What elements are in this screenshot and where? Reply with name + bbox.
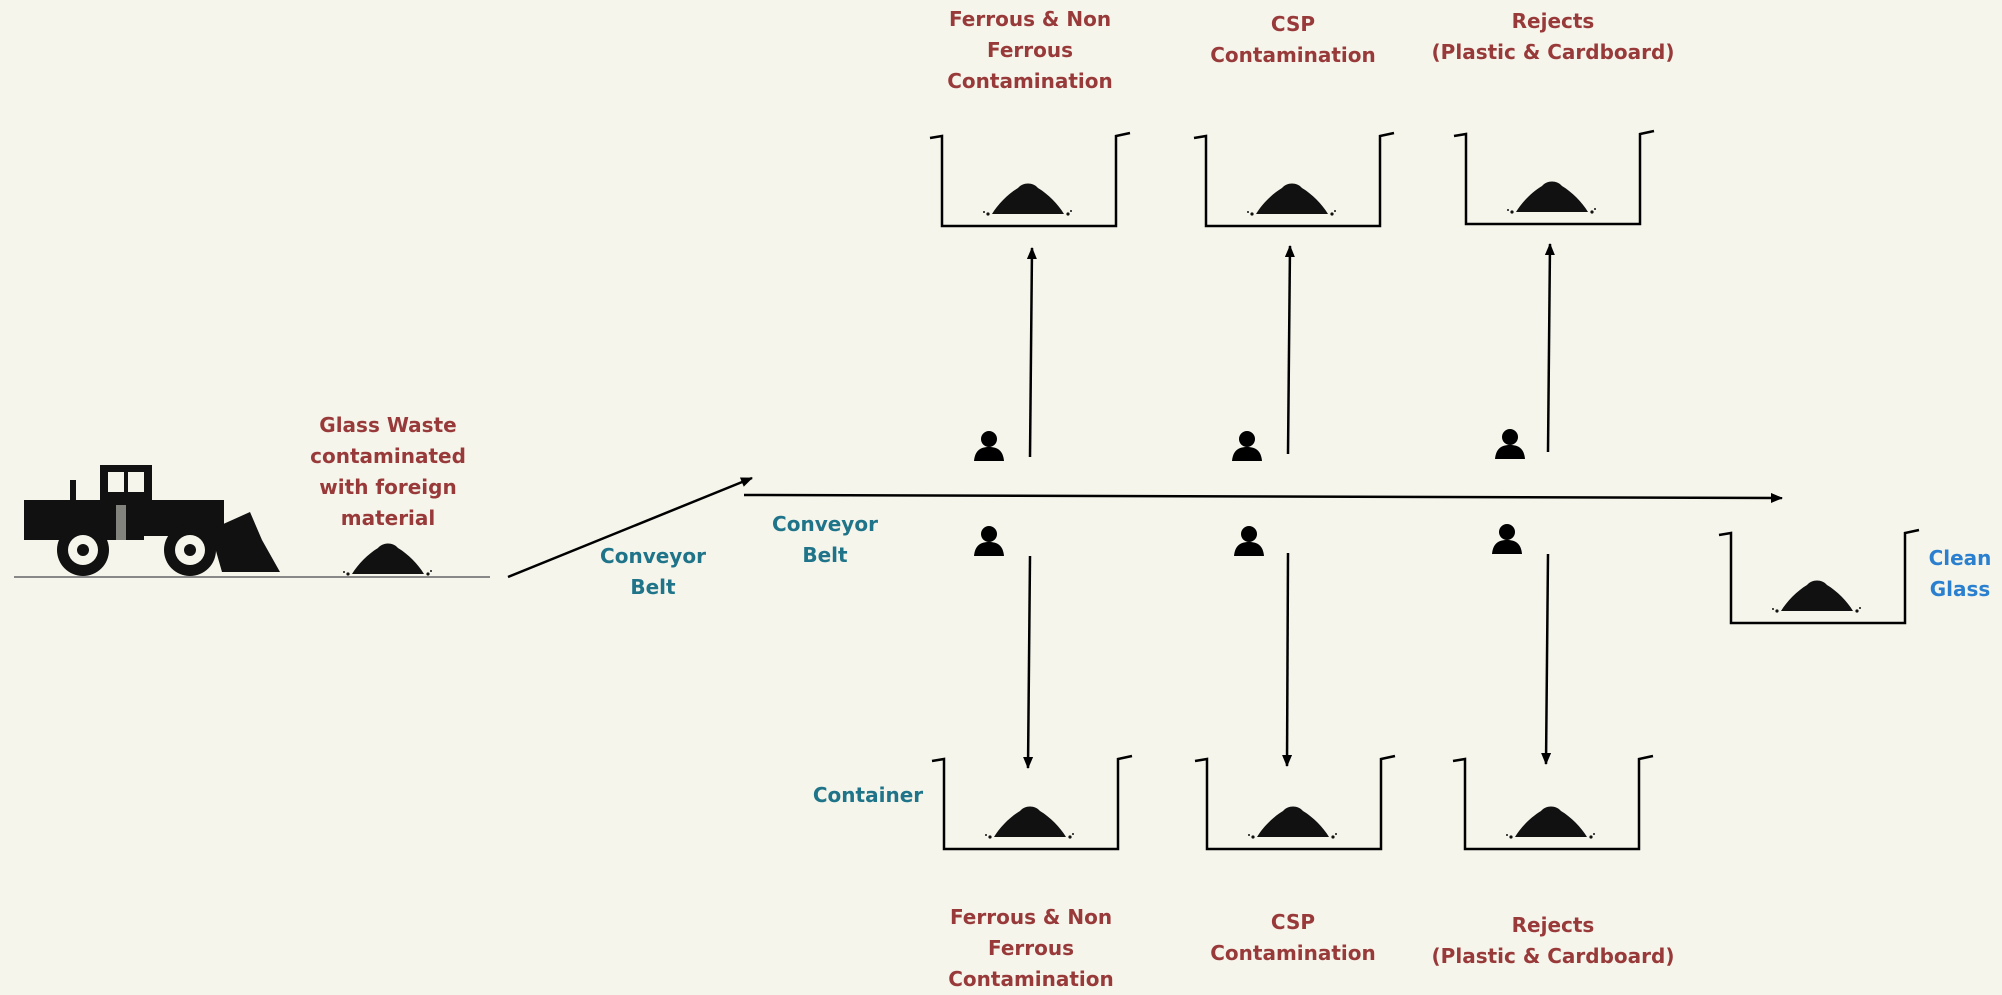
material-pile-icon <box>985 806 1074 839</box>
wheel-loader-icon <box>24 465 280 576</box>
top-bin-1-label: Ferrous & Non Ferrous Contamination <box>947 7 1113 93</box>
material-pile-icon <box>1772 580 1861 613</box>
top-bin-3 <box>1452 129 1656 226</box>
person-icon <box>974 526 1004 556</box>
sort-arrow-up-2 <box>1284 245 1295 455</box>
person-icon <box>1495 429 1525 459</box>
material-pile-icon <box>1506 806 1595 839</box>
bottom-bin-1 <box>930 754 1134 851</box>
main-conveyor-label: Conveyor Belt <box>772 512 878 567</box>
bottom-bin-1-label: Ferrous & Non Ferrous Contamination <box>948 905 1114 991</box>
incline-conveyor-label: Conveyor Belt <box>600 544 706 599</box>
person-icon <box>974 431 1004 461</box>
top-bin-2-label: CSP Contamination <box>1210 12 1376 67</box>
material-pile-icon <box>343 543 432 576</box>
bottom-bin-2 <box>1193 754 1397 851</box>
sort-arrow-up-3 <box>1544 243 1555 453</box>
sort-arrow-down-3 <box>1541 553 1552 765</box>
material-pile-icon <box>1248 806 1337 839</box>
sort-arrow-down-2 <box>1282 552 1293 767</box>
person-icon <box>1232 431 1262 461</box>
clean-glass-label: Clean Glass <box>1928 546 1992 601</box>
container-label: Container <box>812 783 924 807</box>
bottom-bin-2-label: CSP Contamination <box>1210 910 1376 965</box>
main-conveyor-arrow <box>743 492 1783 503</box>
top-bin-1 <box>928 131 1132 228</box>
person-icon <box>1234 526 1264 556</box>
material-pile-icon <box>1247 183 1336 216</box>
material-pile-icon <box>983 183 1072 216</box>
clean-glass-bin <box>1717 528 1921 625</box>
person-icon <box>1492 524 1522 554</box>
bottom-bin-3-label: Rejects (Plastic & Cardboard) <box>1431 913 1675 968</box>
material-pile-icon <box>1507 181 1596 214</box>
top-bin-3-label: Rejects (Plastic & Cardboard) <box>1431 9 1675 64</box>
top-bin-2 <box>1192 131 1396 228</box>
source-label: Glass Waste contaminated with foreign ma… <box>310 413 466 530</box>
bottom-bin-3 <box>1451 754 1655 851</box>
incline-conveyor-arrow <box>507 476 753 579</box>
sort-arrow-up-1 <box>1026 247 1037 458</box>
sort-arrow-down-1 <box>1023 555 1034 769</box>
